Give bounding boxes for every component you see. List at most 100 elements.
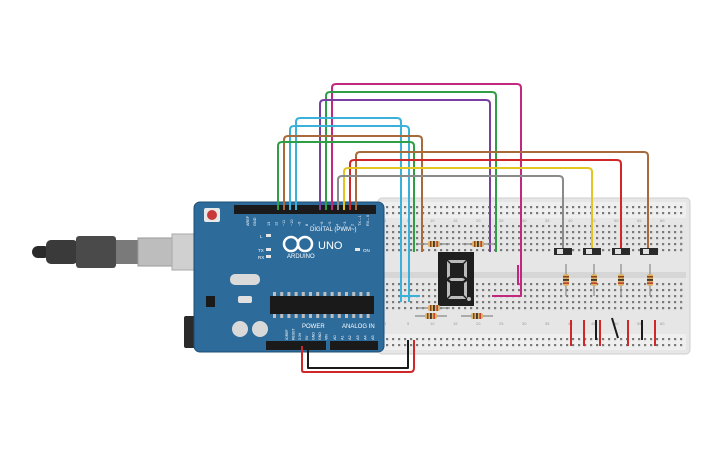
breadboard-hole[interactable] [482, 301, 485, 304]
breadboard-hole[interactable] [506, 249, 509, 252]
breadboard-hole[interactable] [458, 344, 461, 347]
breadboard-hole[interactable] [542, 307, 545, 310]
breadboard-hole[interactable] [554, 212, 557, 215]
breadboard-hole[interactable] [572, 212, 575, 215]
breadboard-hole[interactable] [614, 344, 617, 347]
breadboard-hole[interactable] [650, 231, 653, 234]
breadboard-hole[interactable] [578, 289, 581, 292]
breadboard-hole[interactable] [536, 338, 539, 341]
breadboard-hole[interactable] [452, 307, 455, 310]
breadboard-hole[interactable] [542, 212, 545, 215]
breadboard-hole[interactable] [512, 243, 515, 246]
breadboard-hole[interactable] [632, 307, 635, 310]
breadboard-hole[interactable] [428, 212, 431, 215]
breadboard-hole[interactable] [398, 295, 401, 298]
breadboard-hole[interactable] [638, 249, 641, 252]
breadboard-hole[interactable] [662, 212, 665, 215]
breadboard-hole[interactable] [392, 237, 395, 240]
breadboard-hole[interactable] [422, 237, 425, 240]
breadboard-hole[interactable] [674, 212, 677, 215]
breadboard-hole[interactable] [554, 283, 557, 286]
slide-switch-knob[interactable] [615, 249, 621, 254]
breadboard-hole[interactable] [644, 283, 647, 286]
breadboard-hole[interactable] [536, 249, 539, 252]
breadboard-hole[interactable] [512, 212, 515, 215]
breadboard-hole[interactable] [632, 289, 635, 292]
breadboard-hole[interactable] [440, 206, 443, 209]
breadboard-hole[interactable] [560, 344, 563, 347]
breadboard-hole[interactable] [434, 206, 437, 209]
breadboard-hole[interactable] [392, 344, 395, 347]
breadboard-hole[interactable] [470, 338, 473, 341]
breadboard-hole[interactable] [422, 289, 425, 292]
breadboard-hole[interactable] [638, 338, 641, 341]
breadboard-hole[interactable] [416, 231, 419, 234]
breadboard-hole[interactable] [422, 295, 425, 298]
breadboard-hole[interactable] [590, 295, 593, 298]
breadboard-hole[interactable] [428, 344, 431, 347]
breadboard-hole[interactable] [602, 212, 605, 215]
breadboard-hole[interactable] [608, 338, 611, 341]
breadboard-hole[interactable] [596, 206, 599, 209]
breadboard-hole[interactable] [434, 225, 437, 228]
breadboard-hole[interactable] [422, 344, 425, 347]
breadboard-hole[interactable] [410, 289, 413, 292]
breadboard-hole[interactable] [626, 301, 629, 304]
breadboard-hole[interactable] [458, 243, 461, 246]
breadboard-hole[interactable] [680, 231, 683, 234]
breadboard-hole[interactable] [506, 307, 509, 310]
breadboard-hole[interactable] [404, 243, 407, 246]
breadboard-hole[interactable] [404, 237, 407, 240]
breadboard-hole[interactable] [560, 206, 563, 209]
breadboard-hole[interactable] [488, 338, 491, 341]
breadboard-hole[interactable] [656, 295, 659, 298]
breadboard-hole[interactable] [524, 289, 527, 292]
breadboard-hole[interactable] [596, 225, 599, 228]
breadboard-hole[interactable] [518, 212, 521, 215]
breadboard-hole[interactable] [656, 206, 659, 209]
breadboard-hole[interactable] [392, 231, 395, 234]
breadboard-hole[interactable] [506, 206, 509, 209]
breadboard-hole[interactable] [626, 237, 629, 240]
breadboard-hole[interactable] [524, 249, 527, 252]
breadboard-hole[interactable] [566, 289, 569, 292]
breadboard-hole[interactable] [440, 225, 443, 228]
breadboard-hole[interactable] [530, 243, 533, 246]
breadboard-hole[interactable] [566, 307, 569, 310]
breadboard-hole[interactable] [656, 225, 659, 228]
breadboard-hole[interactable] [620, 338, 623, 341]
breadboard-hole[interactable] [560, 243, 563, 246]
breadboard-hole[interactable] [554, 243, 557, 246]
breadboard-hole[interactable] [434, 338, 437, 341]
breadboard-hole[interactable] [584, 307, 587, 310]
breadboard-hole[interactable] [512, 344, 515, 347]
breadboard-hole[interactable] [524, 206, 527, 209]
breadboard-hole[interactable] [668, 295, 671, 298]
breadboard-hole[interactable] [482, 344, 485, 347]
breadboard-hole[interactable] [638, 295, 641, 298]
breadboard-hole[interactable] [500, 289, 503, 292]
breadboard-hole[interactable] [392, 212, 395, 215]
breadboard-hole[interactable] [668, 206, 671, 209]
breadboard-hole[interactable] [602, 283, 605, 286]
breadboard-hole[interactable] [518, 338, 521, 341]
breadboard-hole[interactable] [554, 301, 557, 304]
breadboard-hole[interactable] [572, 206, 575, 209]
breadboard-hole[interactable] [476, 249, 479, 252]
breadboard-hole[interactable] [644, 307, 647, 310]
breadboard[interactable]: ABCDEFGHIJ115510101515202025253030353540… [377, 197, 691, 355]
breadboard-hole[interactable] [554, 225, 557, 228]
breadboard-hole[interactable] [518, 301, 521, 304]
breadboard-hole[interactable] [668, 344, 671, 347]
breadboard-hole[interactable] [506, 301, 509, 304]
breadboard-hole[interactable] [500, 301, 503, 304]
breadboard-hole[interactable] [668, 307, 671, 310]
breadboard-hole[interactable] [428, 225, 431, 228]
breadboard-hole[interactable] [680, 206, 683, 209]
breadboard-hole[interactable] [500, 225, 503, 228]
breadboard-hole[interactable] [488, 307, 491, 310]
breadboard-hole[interactable] [584, 243, 587, 246]
breadboard-hole[interactable] [470, 231, 473, 234]
breadboard-hole[interactable] [644, 231, 647, 234]
breadboard-hole[interactable] [452, 231, 455, 234]
